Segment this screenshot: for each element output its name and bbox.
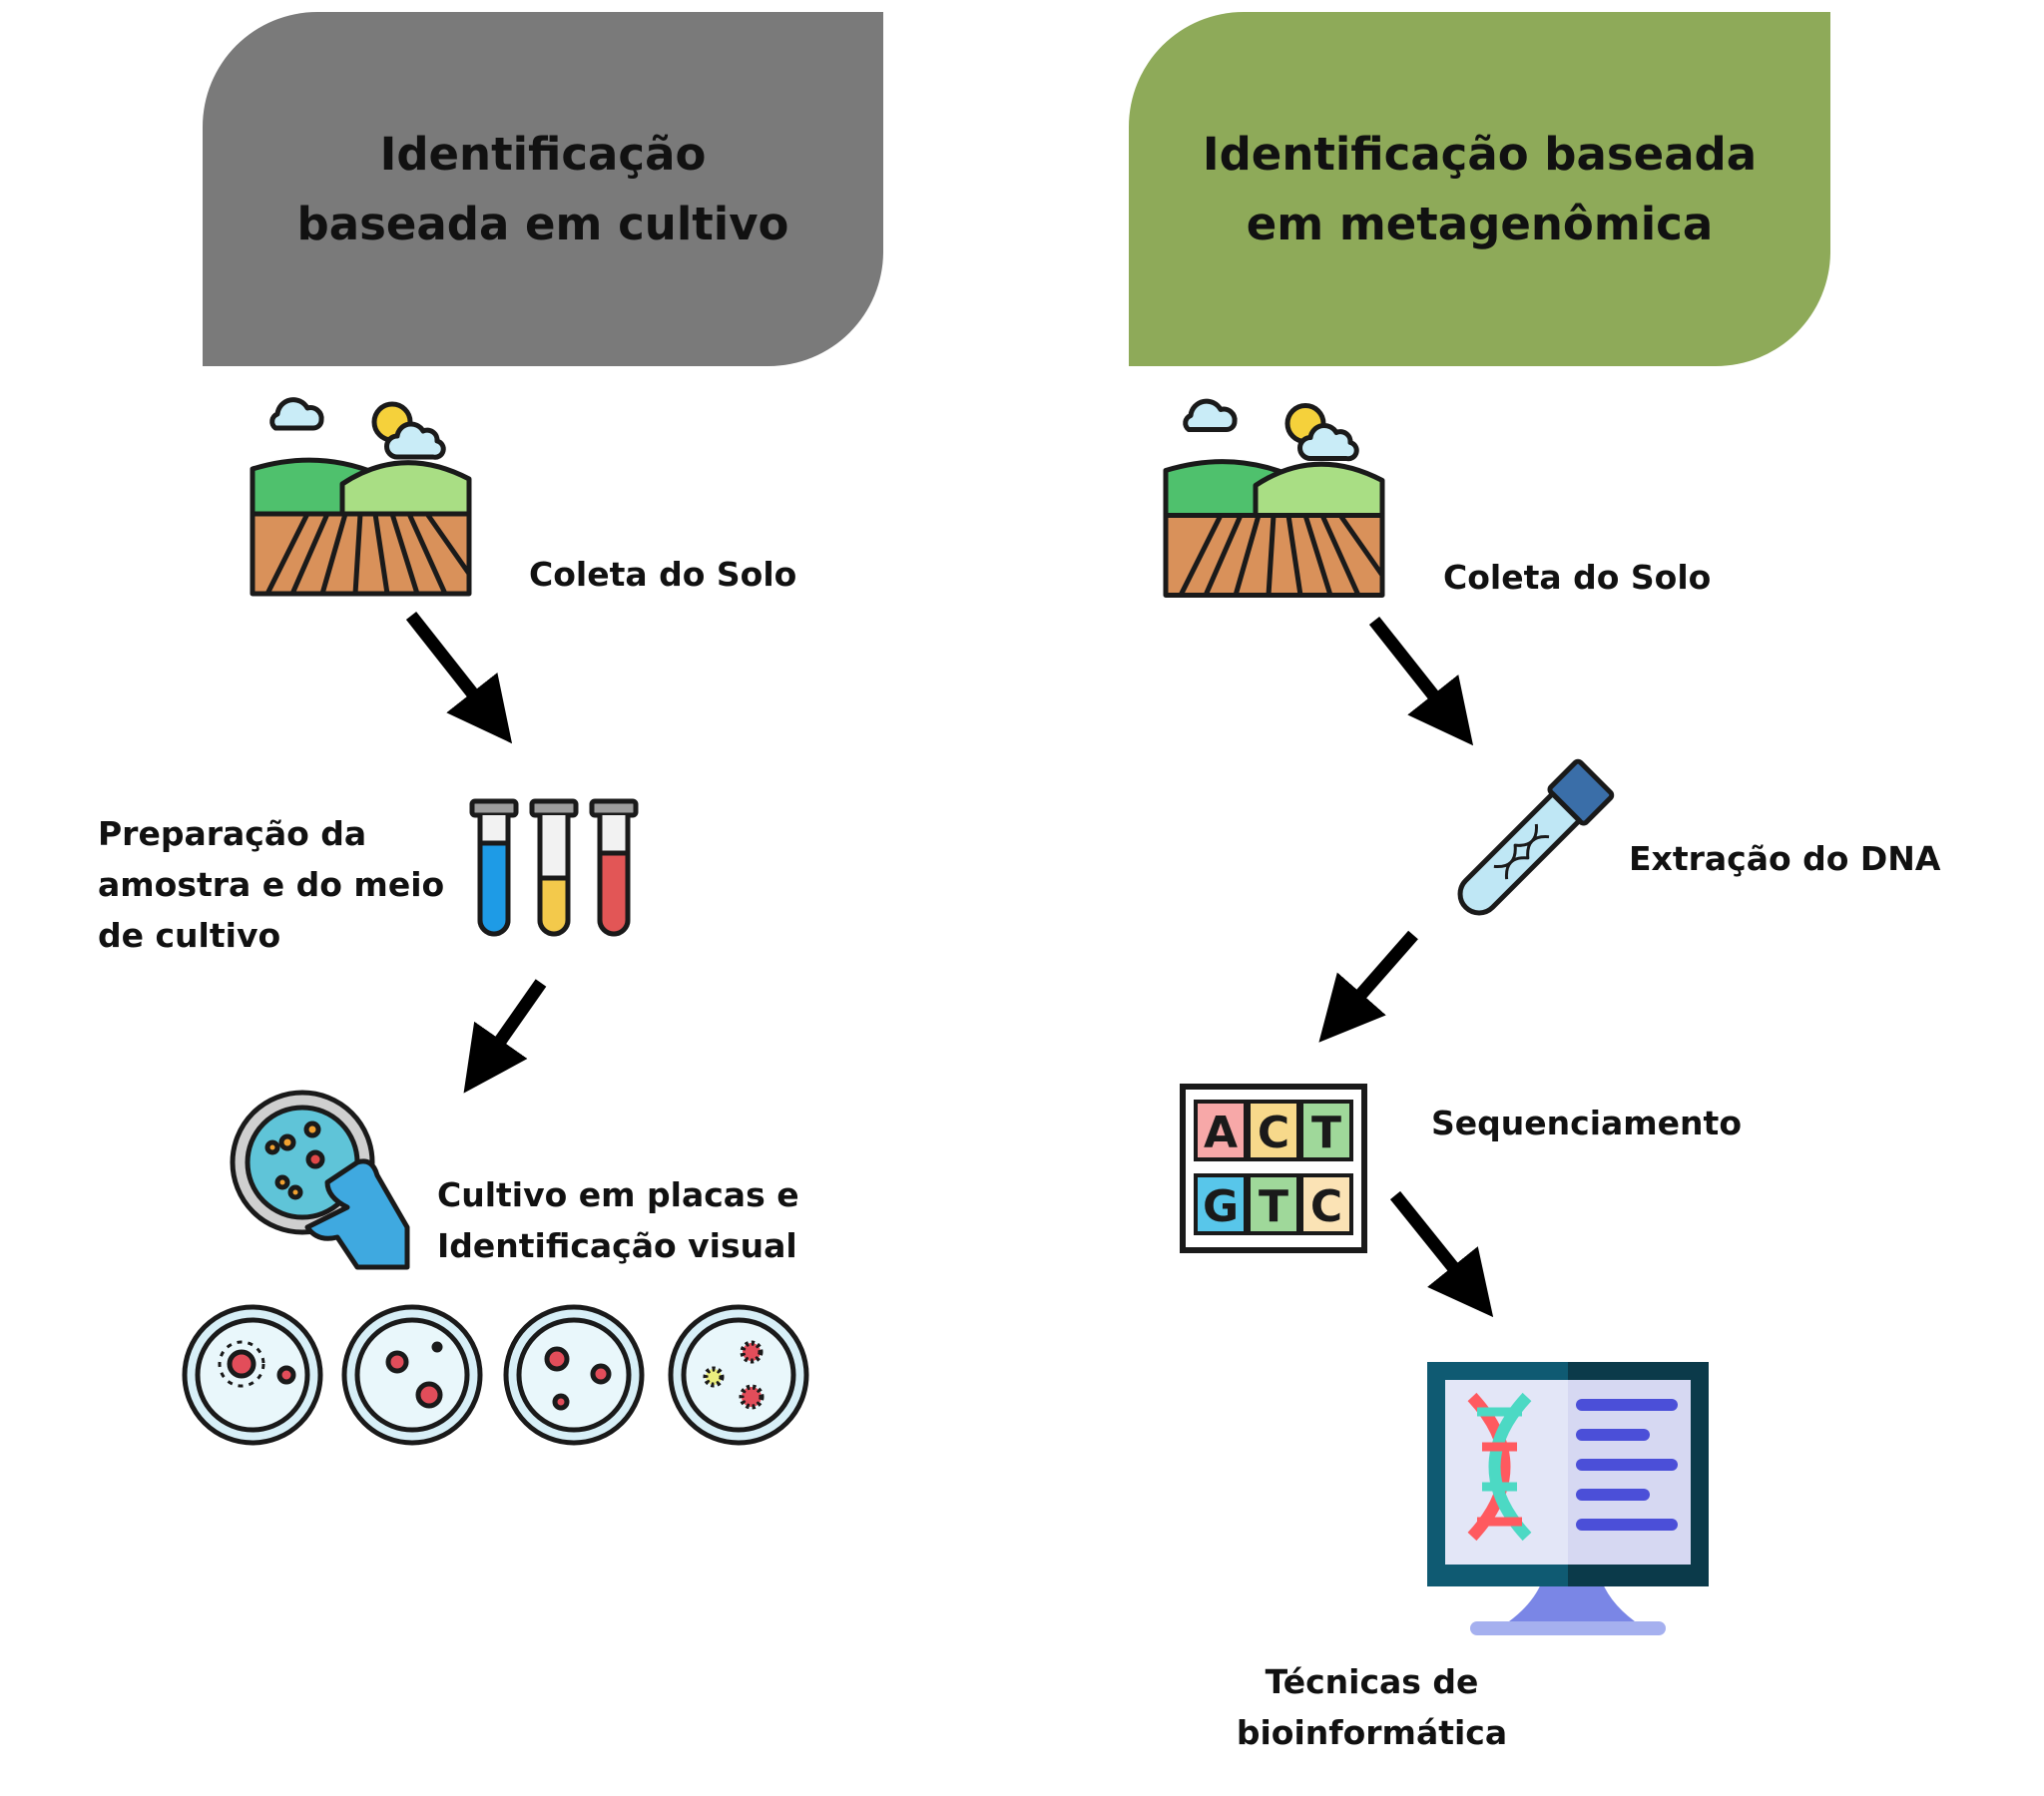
sample-preparation-line3: de cultivo: [98, 916, 281, 955]
seq-cell-t2: [1247, 1173, 1300, 1235]
right-soil-collection-label: Coleta do Solo: [1443, 558, 1712, 597]
field-icon: [250, 397, 472, 597]
seq-letter-c2: C: [1310, 1181, 1342, 1232]
plate-culture-line2: Identificação visual: [437, 1226, 797, 1265]
arrow-left-1: [405, 611, 513, 744]
petri-dish-2: [341, 1304, 483, 1446]
sample-preparation-line1: Preparação da: [98, 814, 367, 853]
seq-cell-a: [1194, 1100, 1248, 1161]
seq-letter-t1: T: [1311, 1108, 1341, 1158]
metagenomic-title-line1: Identificação baseada: [1202, 127, 1758, 181]
dna-extraction-label: Extração do DNA: [1629, 839, 1941, 878]
seq-cell-g: [1194, 1173, 1248, 1235]
metagenomic-header: Identificação baseada em metagenômica: [1129, 12, 1830, 366]
culture-title-line2: baseada em cultivo: [296, 197, 789, 250]
seq-letter-c1: C: [1258, 1108, 1289, 1158]
seq-cell-c2: [1299, 1173, 1353, 1235]
petri-dish-4: [668, 1304, 809, 1446]
test-tubes-icon: [469, 798, 639, 937]
seq-letter-g: G: [1203, 1181, 1239, 1232]
field-icon-right: [1163, 398, 1385, 598]
left-soil-collection-label: Coleta do Solo: [529, 555, 797, 594]
bioinformatics-label: Técnicas de bioinformática: [1230, 1656, 1514, 1758]
petri-dish-3: [503, 1304, 645, 1446]
plate-culture-label: Cultivo em placas e Identificação visual: [437, 1169, 799, 1271]
arrow-right-1: [1368, 616, 1474, 746]
magnifier-petri-icon: [230, 1090, 410, 1270]
seq-letter-a: A: [1204, 1108, 1238, 1158]
sequencing-icon: A C T G T C: [1180, 1084, 1367, 1253]
seq-cell-t1: [1299, 1100, 1353, 1161]
dna-tube-icon: [1457, 758, 1615, 916]
petri-dishes-row: [182, 1304, 809, 1446]
seq-letter-t2: T: [1259, 1181, 1288, 1232]
monitor-dna-icon: [1427, 1362, 1709, 1635]
sample-preparation-label: Preparação da amostra e do meio de culti…: [98, 808, 444, 961]
plate-culture-line1: Cultivo em placas e: [437, 1175, 799, 1214]
seq-cell-c1: [1247, 1100, 1300, 1161]
sequencing-label: Sequenciamento: [1431, 1104, 1742, 1142]
petri-dish-1: [182, 1304, 323, 1446]
bioinformatics-line2: bioinformática: [1236, 1713, 1508, 1752]
culture-header: Identificação baseada em cultivo: [203, 12, 883, 366]
arrow-right-2: [1318, 930, 1418, 1043]
arrow-right-3: [1389, 1190, 1494, 1318]
metagenomic-title-line2: em metagenômica: [1246, 197, 1714, 250]
culture-title-line1: Identificação: [379, 127, 707, 181]
sample-preparation-line2: amostra e do meio: [98, 865, 445, 904]
bioinformatics-line1: Técnicas de: [1265, 1662, 1479, 1701]
arrow-left-2: [463, 979, 547, 1094]
